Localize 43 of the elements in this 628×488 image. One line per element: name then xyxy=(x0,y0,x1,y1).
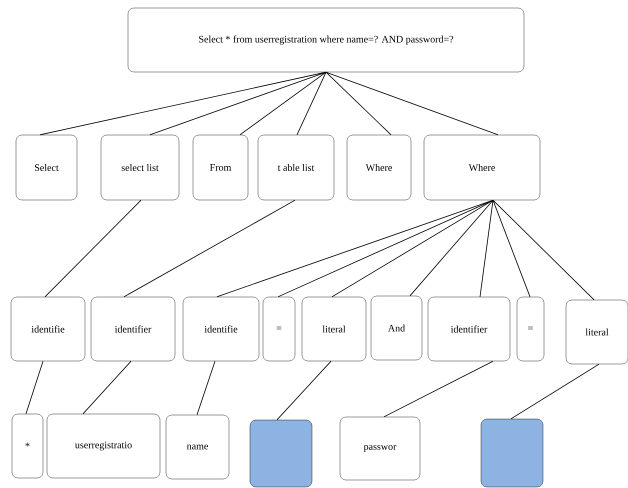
tree-node: = xyxy=(262,296,296,362)
connector-line xyxy=(296,72,326,136)
connector-line xyxy=(278,200,494,298)
connector-line xyxy=(82,360,132,414)
tree-node: identifier xyxy=(428,296,510,362)
empty-node xyxy=(480,418,544,488)
tree-node: identifier xyxy=(90,296,176,362)
tree-node: Select * from userregistration where name=? AND password=? xyxy=(128,8,524,72)
connector-line xyxy=(510,364,600,420)
tree-node: identifie xyxy=(10,296,86,362)
tree-node: userregistratio xyxy=(46,414,160,478)
tree-node: Where xyxy=(424,134,540,200)
tree-node: = xyxy=(516,296,544,362)
tree-node: identifie xyxy=(182,296,260,362)
connector-line xyxy=(124,200,296,298)
tree-node: passwor xyxy=(340,416,420,480)
empty-node xyxy=(250,420,312,488)
connector-line xyxy=(150,72,326,136)
connector-line xyxy=(384,360,494,418)
connector-line xyxy=(276,360,332,420)
tree-node: * xyxy=(12,414,44,478)
tree-node: Where xyxy=(346,134,412,200)
connector-line xyxy=(196,360,216,416)
tree-node: t able list xyxy=(258,134,334,200)
connector-line xyxy=(326,72,498,136)
connector-line xyxy=(44,200,142,298)
tree-node: And xyxy=(370,296,422,360)
connector-line xyxy=(480,200,494,298)
tree-node: From xyxy=(192,134,248,200)
connector-line xyxy=(332,200,494,298)
tree-node: literal xyxy=(566,300,628,364)
connector-line xyxy=(40,72,326,136)
connector-line xyxy=(216,200,494,298)
connector-line xyxy=(240,72,326,136)
tree-node: select list xyxy=(100,134,180,200)
connector-line xyxy=(492,200,530,298)
connector-line xyxy=(492,200,594,300)
connector-line xyxy=(410,200,494,296)
tree-node: name xyxy=(166,414,230,480)
tree-node: literal xyxy=(302,296,366,362)
tree-node: Select xyxy=(16,134,78,200)
connector-line xyxy=(26,360,44,414)
connector-line xyxy=(326,72,392,136)
